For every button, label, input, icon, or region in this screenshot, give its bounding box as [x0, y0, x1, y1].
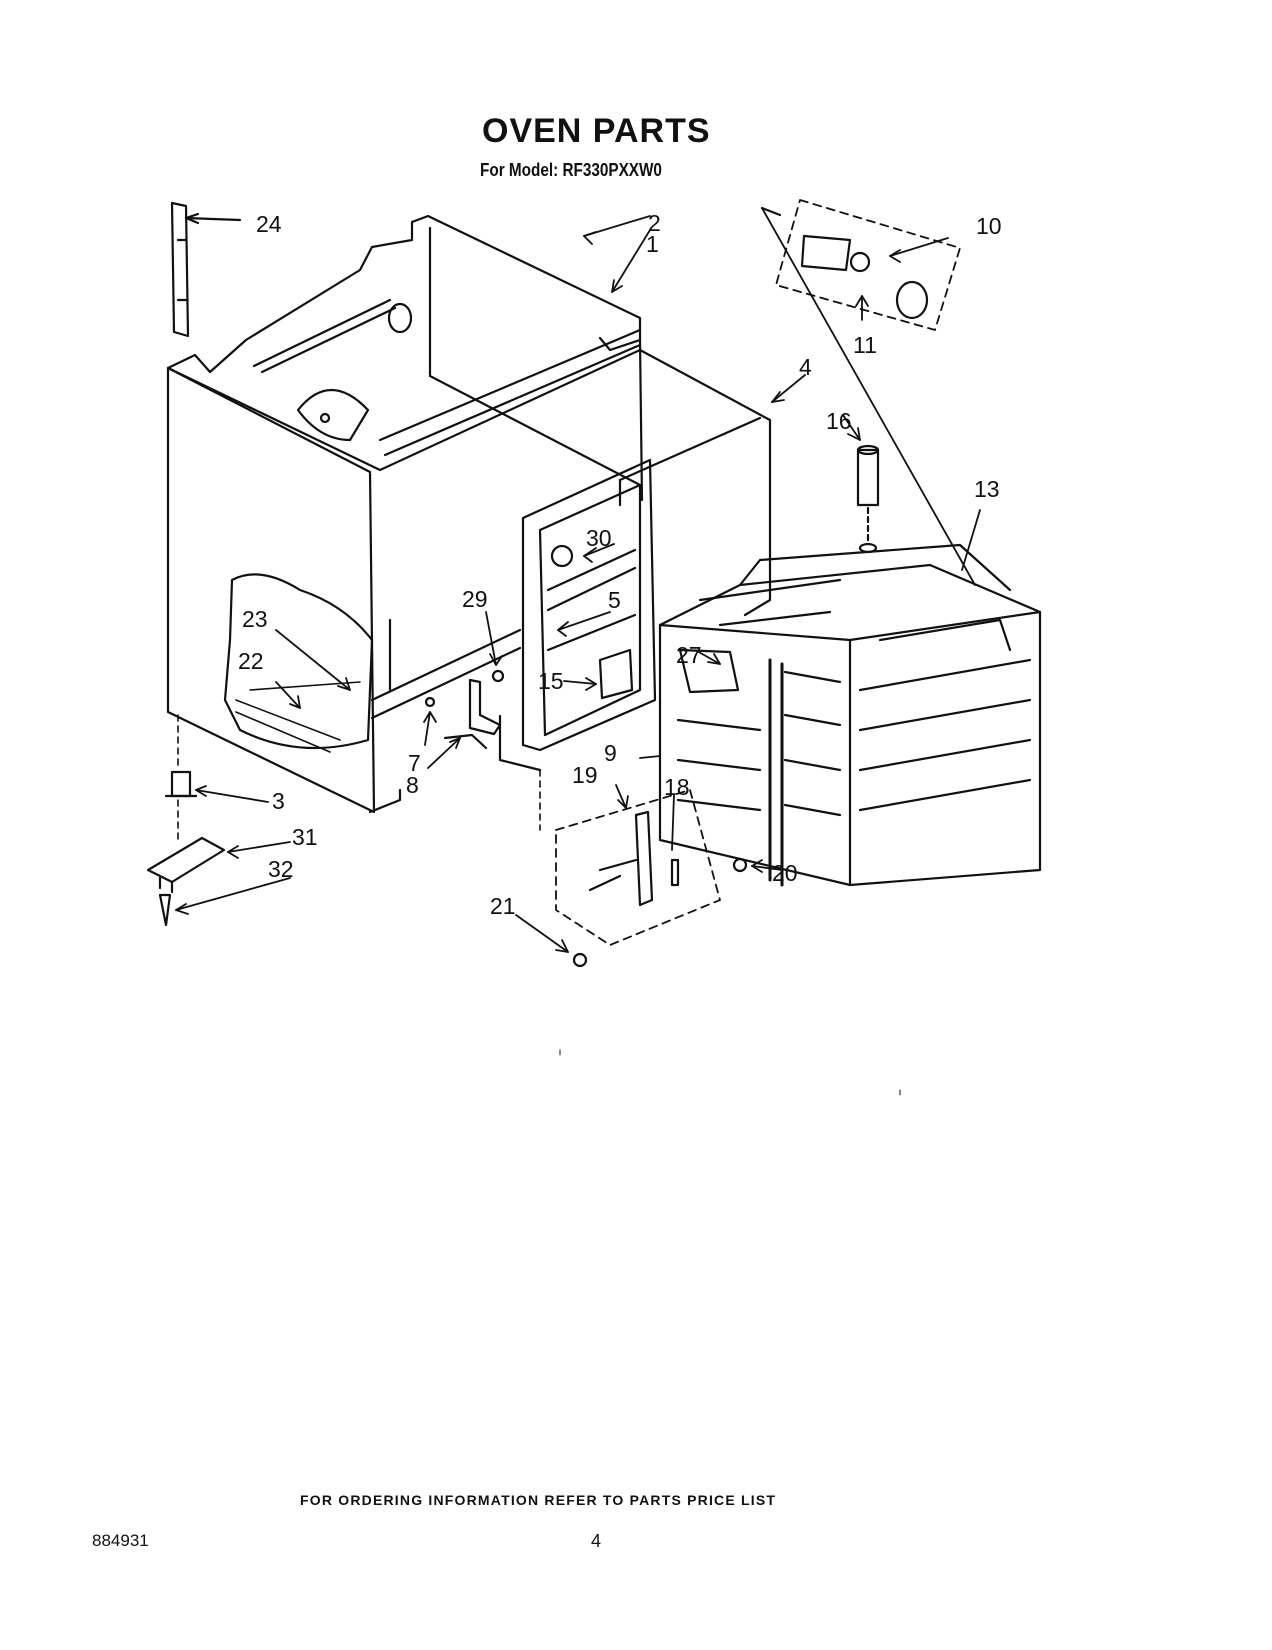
- page-number: 4: [591, 1531, 602, 1551]
- callout-1: 1: [646, 231, 659, 257]
- part-8-bracket: [443, 678, 502, 750]
- part-29-grommet: [491, 669, 505, 683]
- leader-lines: [175, 215, 981, 953]
- part-3-leveler: [164, 770, 198, 798]
- part-20-screw: [732, 857, 748, 873]
- callout-22: 22: [238, 648, 264, 674]
- part-9-oven-liner: [658, 543, 1042, 887]
- callout-18: 18: [664, 774, 690, 800]
- part-10-light-kit: [760, 199, 976, 586]
- part-15-bracket: [598, 648, 634, 700]
- part-19-latch-assembly: [555, 789, 721, 946]
- callout-4: 4: [799, 354, 812, 380]
- callout-15: 15: [538, 668, 564, 694]
- callout-27: 27: [676, 642, 702, 668]
- callout-30: 30: [586, 525, 612, 551]
- part-1-oven-body: [166, 214, 772, 814]
- callout-16: 16: [826, 408, 852, 434]
- callout-21: 21: [490, 893, 516, 919]
- callout-3: 3: [272, 788, 285, 814]
- part-21-screw: [572, 952, 588, 968]
- document-number: 884931: [92, 1531, 149, 1550]
- part-32-screw: [158, 893, 172, 927]
- callout-24: 24: [256, 211, 282, 237]
- callout-31: 31: [292, 824, 318, 850]
- callout-10: 10: [976, 213, 1002, 239]
- callout-29: 29: [462, 586, 488, 612]
- callout-8: 8: [406, 772, 419, 798]
- part-5-front-frame: [521, 458, 657, 752]
- part-31-bracket: [146, 836, 226, 894]
- part-7-screw: [424, 696, 436, 708]
- callout-11: 11: [853, 332, 877, 358]
- callout-13: 13: [974, 476, 1000, 502]
- callout-2: 2: [648, 210, 661, 236]
- callout-7: 7: [408, 750, 421, 776]
- ordering-note: FOR ORDERING INFORMATION REFER TO PARTS …: [300, 1492, 777, 1508]
- callout-32: 32: [268, 856, 294, 882]
- callout-23: 23: [242, 606, 268, 632]
- callout-5: 5: [608, 587, 621, 613]
- callout-19: 19: [572, 762, 598, 788]
- part-16-vent: [856, 444, 880, 554]
- part-24-bracket: [170, 201, 242, 338]
- callout-9: 9: [604, 740, 617, 766]
- model-subtitle: For Model: RF330PXXW0: [480, 160, 662, 180]
- callout-20: 20: [772, 860, 798, 886]
